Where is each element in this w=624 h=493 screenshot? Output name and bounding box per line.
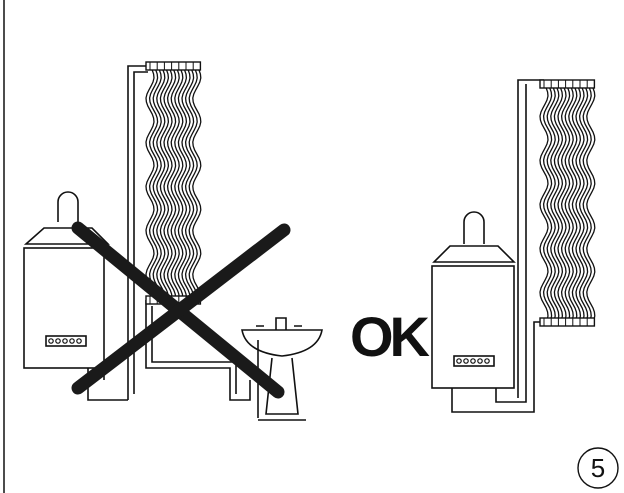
incorrect-installation (23, 61, 323, 421)
sink-icon (241, 317, 323, 421)
return-pipe (145, 300, 251, 401)
correct-installation (431, 79, 596, 413)
boiler-icon-correct (431, 79, 544, 413)
radiator-icon-correct (539, 79, 596, 327)
circled-number-icon: 5 (577, 447, 619, 489)
ok-label: OK (350, 305, 430, 368)
inner-pipe (133, 71, 148, 394)
supply-pipe (127, 65, 148, 400)
step-number: 5 (591, 453, 605, 483)
cross-mark-icon (71, 221, 291, 399)
radiator-icon (145, 61, 202, 305)
